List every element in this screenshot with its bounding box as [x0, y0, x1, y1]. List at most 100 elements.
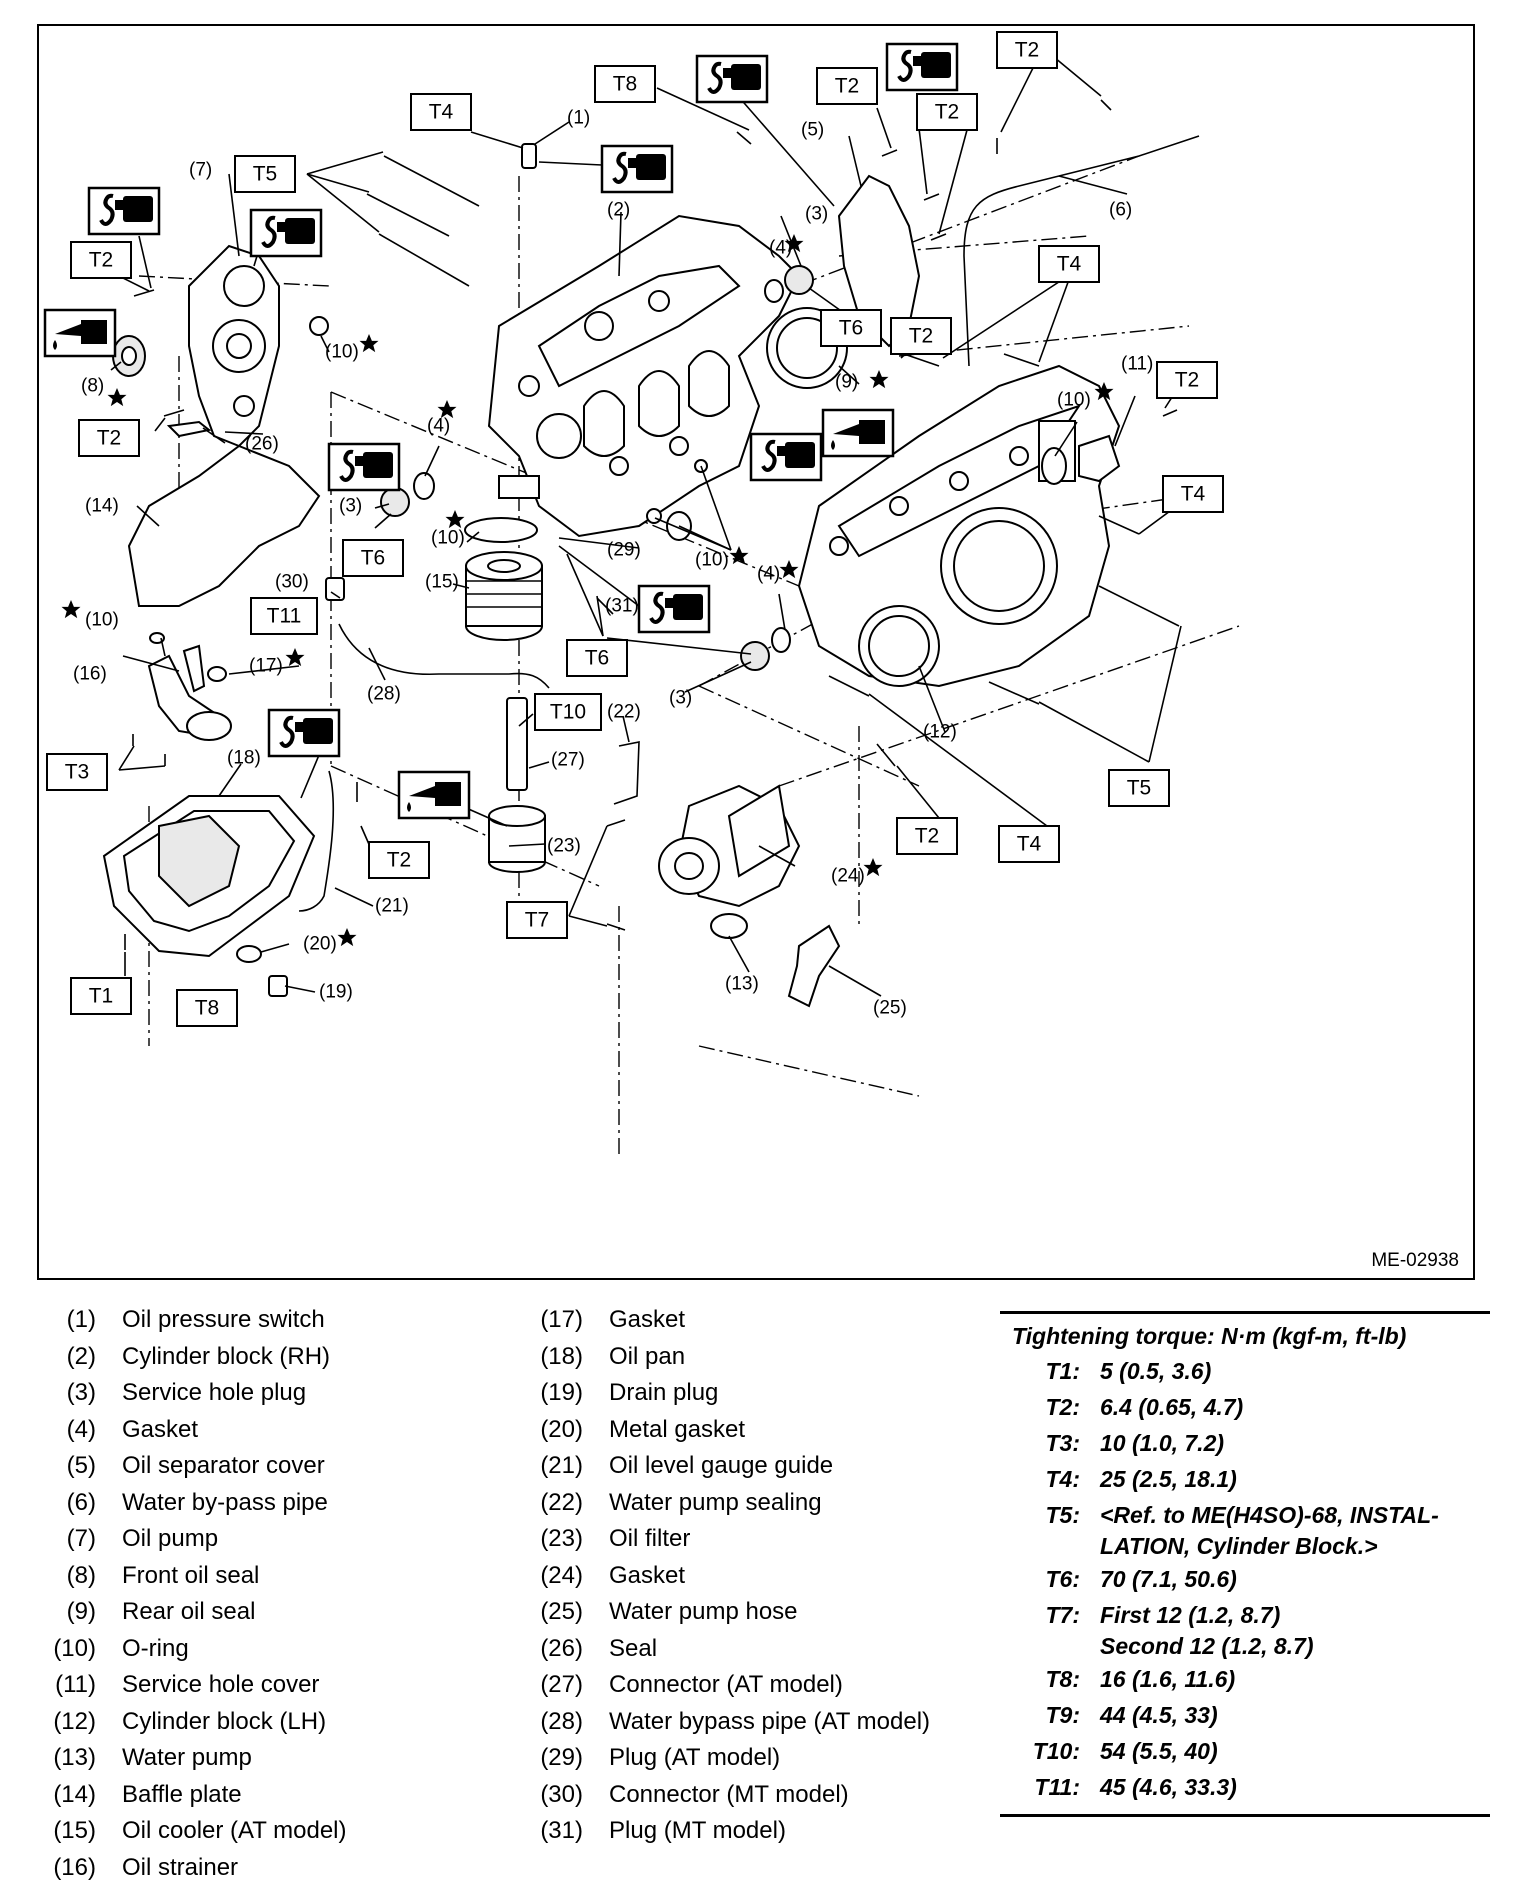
parts-legend-column-1: (1)Oil pressure switch(2)Cylinder block …	[46, 1302, 96, 1886]
legend-item: (28)Water bypass pipe (AT model)	[533, 1704, 583, 1741]
legend-item: (7)Oil pump	[46, 1521, 96, 1558]
svg-text:T2: T2	[1175, 369, 1200, 392]
legend-number: (8)	[46, 1558, 96, 1595]
legend-item: (6)Water by-pass pipe	[46, 1485, 96, 1522]
water-pump-hose	[789, 926, 839, 1006]
svg-text:(25): (25)	[873, 998, 907, 1019]
legend-part-name: Rear oil seal	[122, 1594, 255, 1631]
legend-number: (16)	[46, 1850, 96, 1886]
torque-value: 5 (0.5, 3.6)	[1100, 1354, 1490, 1387]
legend-item: (25)Water pump hose	[533, 1594, 583, 1631]
torque-row: T3:10 (1.0, 7.2)	[1000, 1426, 1490, 1462]
legend-number: (15)	[46, 1813, 96, 1850]
legend-number: (13)	[46, 1740, 96, 1777]
legend-part-name: Oil cooler (AT model)	[122, 1813, 347, 1850]
legend-number: (23)	[533, 1521, 583, 1558]
legend-number: (10)	[46, 1631, 96, 1668]
torque-row: T11:45 (4.6, 33.3)	[1000, 1770, 1490, 1806]
svg-text:T2: T2	[909, 325, 934, 348]
torque-code: T4:	[1000, 1464, 1080, 1495]
oil-pan	[104, 796, 314, 956]
legend-part-name: Service hole plug	[122, 1375, 306, 1412]
svg-text:(9): (9)	[835, 372, 858, 393]
gasket-right	[772, 628, 790, 652]
torque-value: 54 (5.5, 40)	[1100, 1734, 1490, 1767]
svg-text:T4: T4	[429, 101, 454, 124]
gasket-left	[414, 473, 434, 499]
legend-part-name: Seal	[609, 1631, 657, 1668]
oil-strainer	[149, 646, 231, 740]
legend-part-name: Gasket	[609, 1302, 685, 1339]
svg-text:(17): (17)	[249, 656, 283, 677]
svg-text:(3): (3)	[805, 204, 828, 225]
svg-text:(26): (26)	[245, 434, 279, 455]
svg-text:T5: T5	[253, 163, 278, 186]
legend-number: (28)	[533, 1704, 583, 1741]
svg-text:T2: T2	[1015, 39, 1040, 62]
svg-text:(28): (28)	[367, 684, 401, 705]
legend-item: (2)Cylinder block (RH)	[46, 1339, 96, 1376]
svg-text:(10): (10)	[431, 528, 465, 549]
legend-item: (1)Oil pressure switch	[46, 1302, 96, 1339]
legend-part-name: Front oil seal	[122, 1558, 259, 1595]
legend-item: (5)Oil separator cover	[46, 1448, 96, 1485]
legend-item: (31)Plug (MT model)	[533, 1813, 583, 1850]
torque-code: T11:	[1000, 1772, 1080, 1803]
svg-text:(4): (4)	[769, 238, 792, 259]
svg-text:T4: T4	[1057, 253, 1082, 276]
svg-text:T11: T11	[267, 605, 302, 628]
bolts-t5-upper	[367, 156, 479, 286]
water-pump-sealing	[614, 742, 639, 804]
svg-text:T8: T8	[613, 73, 638, 96]
torque-value: 70 (7.1, 50.6)	[1100, 1562, 1490, 1595]
legend-number: (2)	[46, 1339, 96, 1376]
torque-value: <Ref. to ME(H4SO)-68, INSTAL- LATION, Cy…	[1100, 1498, 1490, 1562]
legend-part-name: Plug (AT model)	[609, 1740, 780, 1777]
service-hole-plug-right	[741, 642, 769, 670]
legend-number: (27)	[533, 1667, 583, 1704]
legend-part-name: Connector (MT model)	[609, 1777, 849, 1814]
svg-text:T6: T6	[361, 547, 386, 570]
legend-part-name: Drain plug	[609, 1375, 718, 1412]
legend-number: (17)	[533, 1302, 583, 1339]
torque-row: T9:44 (4.5, 33)	[1000, 1698, 1490, 1734]
legend-item: (14)Baffle plate	[46, 1777, 96, 1814]
svg-text:(21): (21)	[375, 896, 409, 917]
legend-number: (22)	[533, 1485, 583, 1522]
svg-text:(16): (16)	[73, 664, 107, 685]
svg-text:(27): (27)	[551, 750, 585, 771]
torque-row: T7:First 12 (1.2, 8.7) Second 12 (1.2, 8…	[1000, 1598, 1490, 1662]
legend-number: (5)	[46, 1448, 96, 1485]
legend-item: (23)Oil filter	[533, 1521, 583, 1558]
svg-text:T2: T2	[835, 75, 860, 98]
legend-number: (24)	[533, 1558, 583, 1595]
svg-text:(14): (14)	[85, 496, 119, 517]
legend-number: (4)	[46, 1412, 96, 1449]
legend-number: (12)	[46, 1704, 96, 1741]
legend-part-name: Service hole cover	[122, 1667, 319, 1704]
exploded-diagram: T4 T5 T8 T2 T2 T2 T2 T4 T6 T2 T2 T2 T4 T…	[37, 24, 1475, 1280]
legend-number: (9)	[46, 1594, 96, 1631]
svg-text:(23): (23)	[547, 836, 581, 857]
legend-part-name: Baffle plate	[122, 1777, 242, 1814]
seal-part	[169, 422, 209, 436]
svg-text:(10): (10)	[325, 342, 359, 363]
svg-text:(6): (6)	[1109, 200, 1132, 221]
torque-value: 10 (1.0, 7.2)	[1100, 1426, 1490, 1459]
legend-part-name: O-ring	[122, 1631, 189, 1668]
legend-number: (18)	[533, 1339, 583, 1376]
svg-text:(18): (18)	[227, 748, 261, 769]
svg-text:(12): (12)	[923, 722, 957, 743]
legend-item: (18)Oil pan	[533, 1339, 583, 1376]
svg-text:T8: T8	[195, 997, 220, 1020]
torque-value: 25 (2.5, 18.1)	[1100, 1462, 1490, 1495]
legend-item: (4)Gasket	[46, 1412, 96, 1449]
legend-number: (3)	[46, 1375, 96, 1412]
legend-number: (31)	[533, 1813, 583, 1850]
drain-plug	[269, 976, 287, 996]
torque-table-title: Tightening torque: N·m (kgf-m, ft-lb)	[1000, 1318, 1490, 1354]
gasket-top	[765, 280, 783, 302]
legend-part-name: Water bypass pipe (AT model)	[609, 1704, 930, 1741]
legend-number: (14)	[46, 1777, 96, 1814]
legend-part-name: Metal gasket	[609, 1412, 745, 1449]
